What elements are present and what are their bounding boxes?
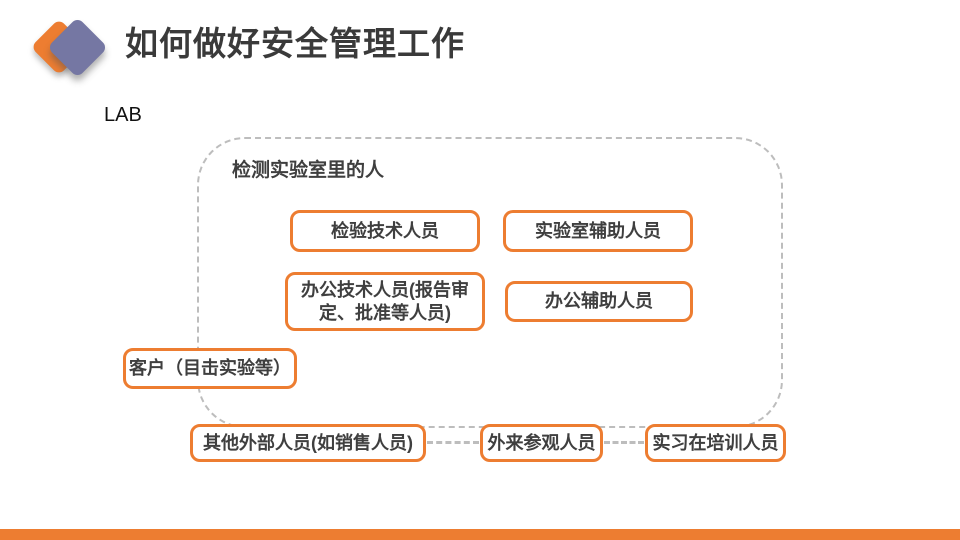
connector-line-right (604, 441, 644, 444)
lab-label: LAB (104, 104, 142, 126)
box-trainees: 实习在培训人员 (645, 424, 786, 462)
box-office-support: 办公辅助人员 (505, 281, 693, 322)
box-other-external: 其他外部人员(如销售人员) (190, 424, 426, 462)
box-label: 实验室辅助人员 (535, 220, 661, 241)
connector-line-left (427, 441, 479, 444)
box-lab-support: 实验室辅助人员 (503, 210, 693, 252)
box-visitors: 外来参观人员 (480, 424, 603, 462)
box-label: 外来参观人员 (487, 432, 596, 453)
box-label: 客户（目击实验等） (129, 358, 291, 379)
box-customer: 客户（目击实验等） (123, 348, 297, 389)
bottom-accent-bar (0, 529, 960, 540)
box-label: 检验技术人员 (331, 220, 439, 241)
group-label: 检测实验室里的人 (232, 160, 385, 181)
slide-title: 如何做好安全管理工作 (125, 25, 465, 62)
box-testing-tech: 检验技术人员 (290, 210, 480, 252)
box-label: 办公辅助人员 (545, 291, 653, 312)
box-label-line-2: 定、批准等人员) (319, 302, 451, 323)
box-office-tech: 办公技术人员(报告审 定、批准等人员) (285, 272, 485, 331)
box-label-line-1: 办公技术人员(报告审 (301, 280, 469, 300)
box-label: 其他外部人员(如销售人员) (203, 432, 413, 453)
box-label: 实习在培训人员 (652, 432, 779, 453)
